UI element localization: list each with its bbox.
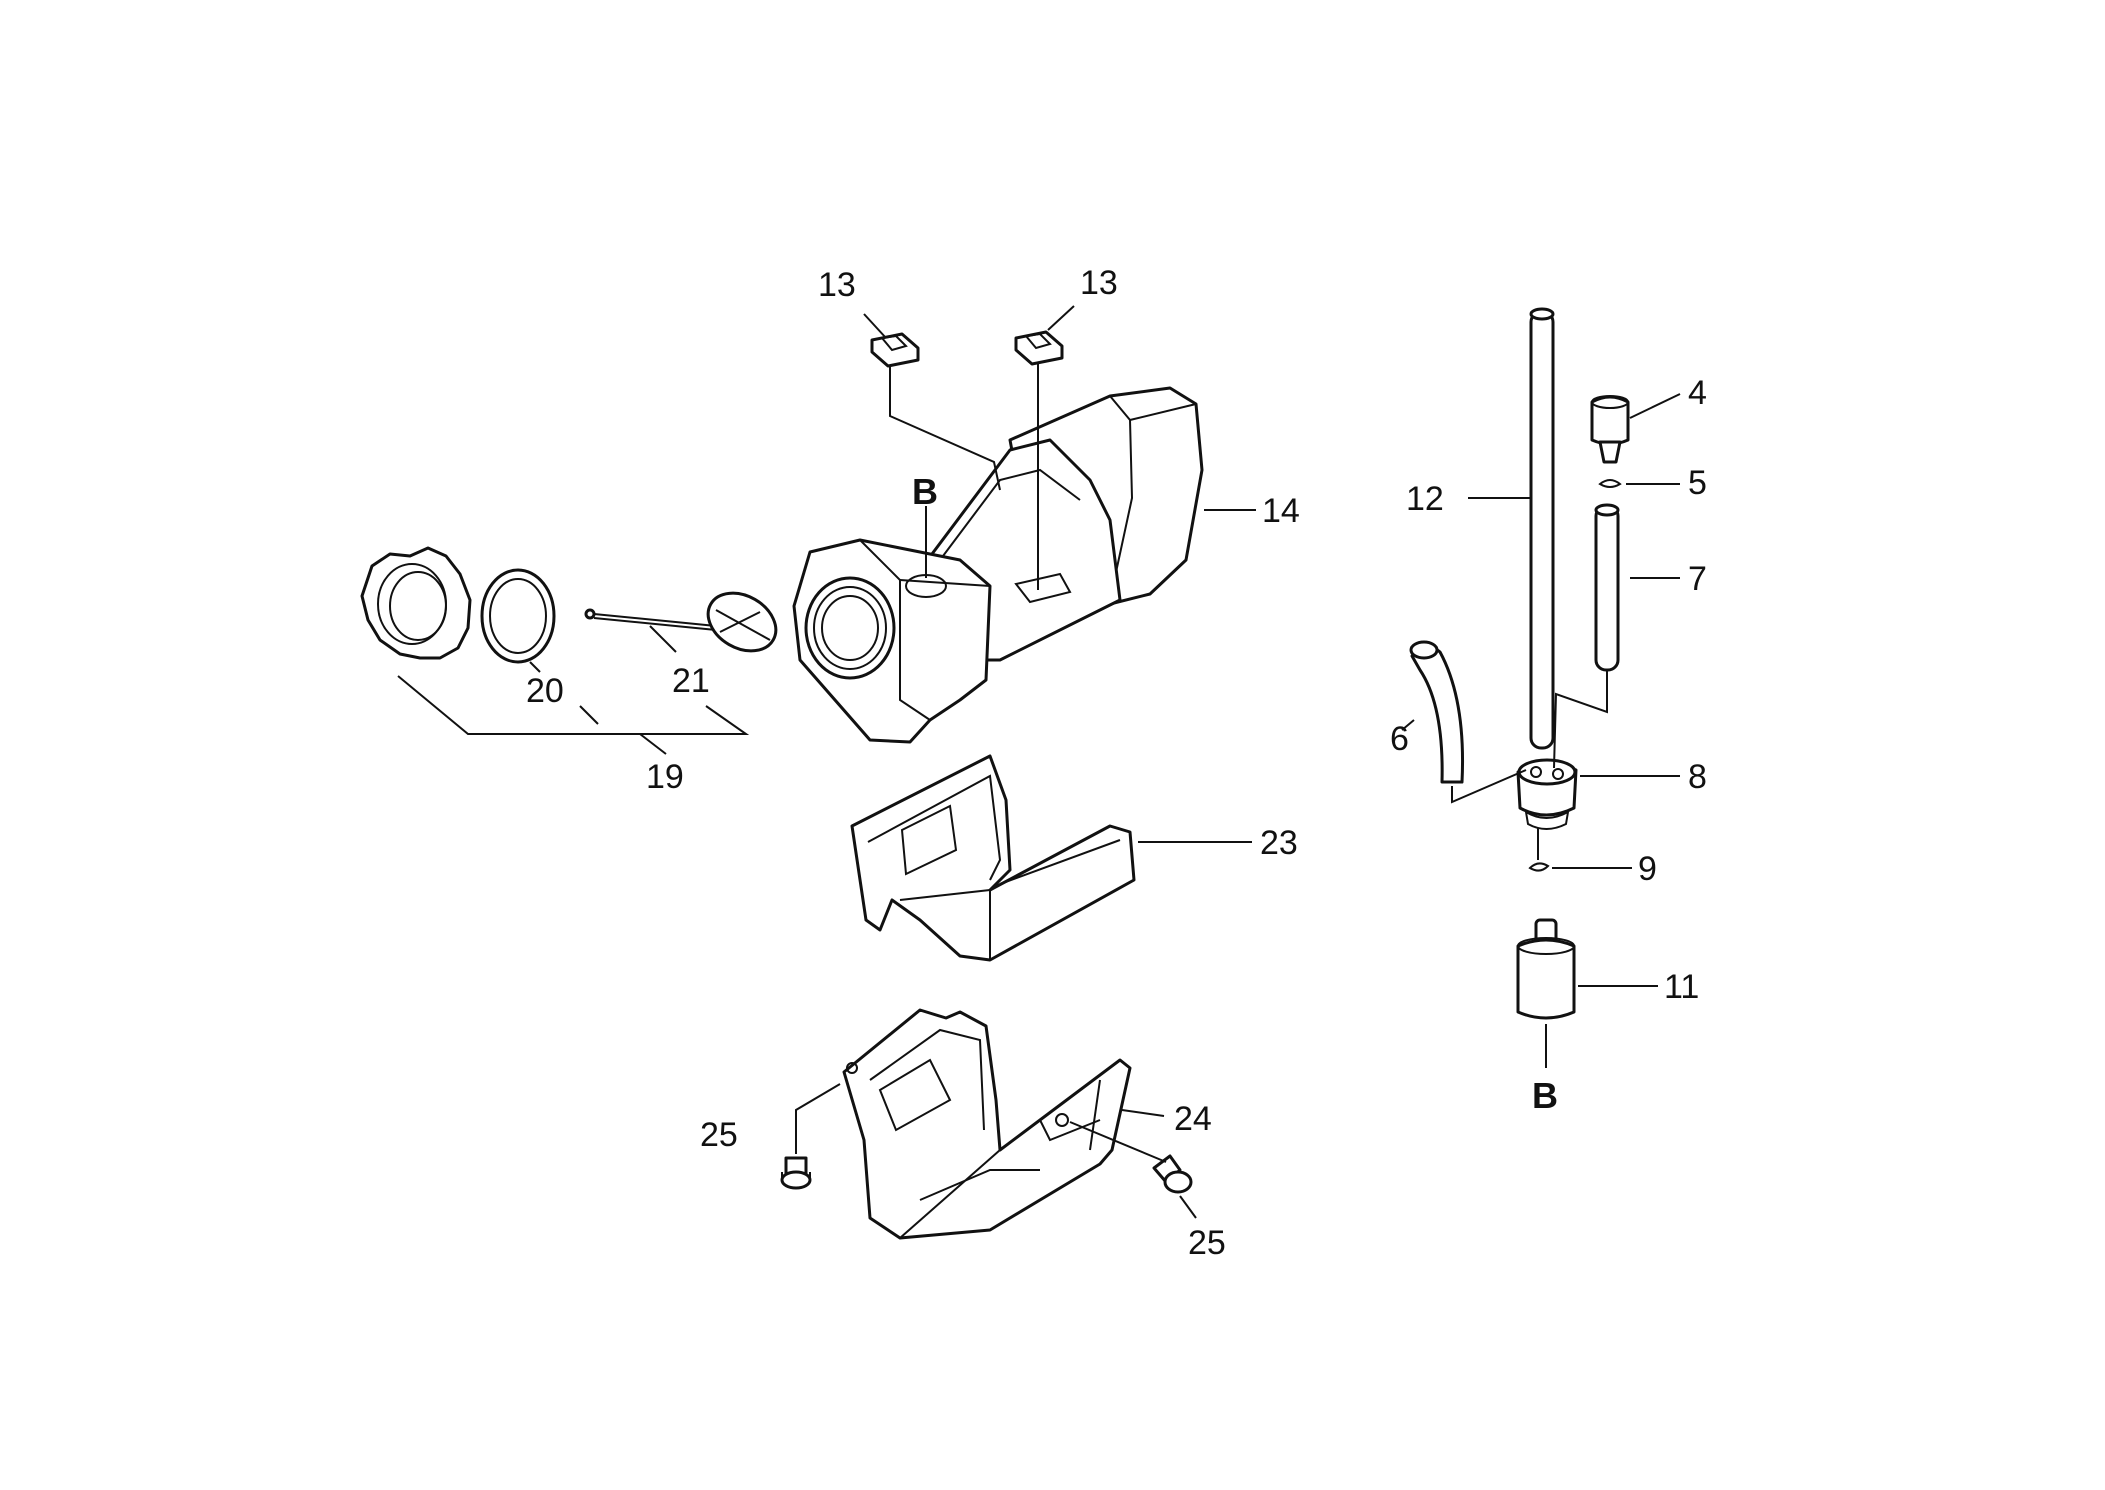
callout-8: 8 — [1688, 758, 1707, 796]
callout-24: 24 — [1174, 1100, 1212, 1138]
fuel-cap — [360, 546, 472, 660]
fuel-tank-14 — [792, 386, 1204, 744]
callout-21: 21 — [672, 662, 710, 700]
callout-13-left: 13 — [818, 266, 856, 304]
hose-6 — [1409, 640, 1464, 784]
fuel-filter-11 — [1516, 918, 1576, 1020]
screw-25-right — [1152, 1154, 1193, 1194]
tank-guard-24 — [842, 1008, 1132, 1240]
grommet-13-left — [870, 332, 920, 368]
callout-23: 23 — [1260, 824, 1298, 862]
callout-25-left: 25 — [700, 1116, 738, 1154]
callout-12: 12 — [1406, 480, 1444, 518]
clip-5 — [1598, 479, 1622, 488]
callout-7: 7 — [1688, 560, 1707, 598]
fuel-grommet-8 — [1516, 758, 1578, 830]
grommet-13-right — [1014, 330, 1064, 366]
screw-25-left — [780, 1156, 812, 1190]
leader-lines — [397, 305, 1681, 1219]
callout-5: 5 — [1688, 464, 1707, 502]
callout-6: 6 — [1390, 720, 1409, 758]
breather-4 — [1590, 395, 1630, 464]
callout-labels: 13 13 B 14 20 21 19 23 24 25 25 12 4 5 7… — [526, 264, 1707, 1262]
tube-7 — [1594, 503, 1620, 672]
clip-9 — [1528, 862, 1550, 872]
callout-4: 4 — [1688, 374, 1707, 412]
callout-14: 14 — [1262, 492, 1300, 530]
callout-20: 20 — [526, 672, 564, 710]
strainer-21 — [584, 591, 778, 653]
insulator-23 — [850, 754, 1136, 962]
reference-b-top: B — [912, 471, 938, 512]
callout-11: 11 — [1664, 968, 1699, 1006]
callout-19: 19 — [646, 758, 684, 796]
gasket-20 — [480, 568, 556, 664]
callout-25-right: 25 — [1188, 1224, 1226, 1262]
callout-13-right: 13 — [1080, 264, 1118, 302]
reference-b-bottom: B — [1532, 1075, 1558, 1116]
vent-tube-12 — [1529, 307, 1555, 750]
callout-9: 9 — [1638, 850, 1657, 888]
